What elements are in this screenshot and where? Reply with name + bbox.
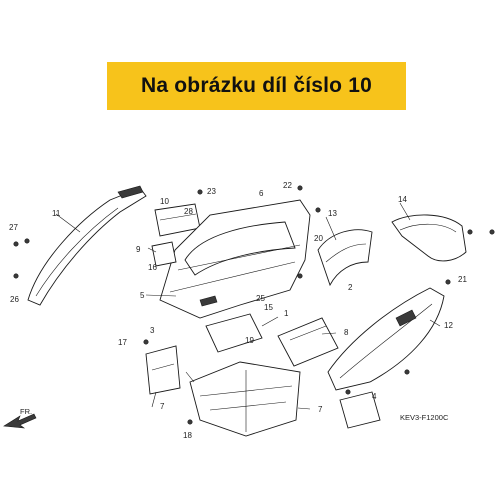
callout-15: 14 <box>398 195 407 204</box>
part-5-main-body <box>159 199 311 319</box>
callout-3: 3 <box>150 326 155 335</box>
callout-19: 18 <box>183 431 192 440</box>
callout-20: 19 <box>245 336 254 345</box>
callout-22: 21 <box>458 275 467 284</box>
front-direction-arrow <box>3 413 37 429</box>
callout-16: 15 <box>264 303 273 312</box>
leader-lines <box>55 202 441 410</box>
direction-label: FR. <box>20 407 32 416</box>
part-1-under-cover <box>205 313 263 353</box>
callout-23: 22 <box>283 181 292 190</box>
banner-text: Na obrázku díl číslo 10 <box>140 74 372 97</box>
callout-1: 1 <box>284 309 289 318</box>
callout-6: 6 <box>259 189 264 198</box>
part-number-banner: Na obrázku díl číslo 10 <box>107 62 406 110</box>
callout-25: 23 <box>207 187 216 196</box>
callout-14: 13 <box>328 209 337 218</box>
callout-10: 9 <box>136 245 141 254</box>
part-12-left-side-cover <box>27 185 147 306</box>
part-8-stay-bracket <box>145 345 181 395</box>
callout-29: 28 <box>184 207 193 216</box>
callout-7: 7 <box>318 405 323 414</box>
callout-26: 25 <box>256 294 265 303</box>
callout-28: 27 <box>9 223 18 232</box>
part-4-lower-trim <box>339 391 381 429</box>
part-15-grab-rail <box>391 214 467 262</box>
part-14-rear-fender <box>317 229 373 287</box>
callout-4: 4 <box>372 392 377 401</box>
callout-2: 2 <box>348 283 353 292</box>
callout-12: 11 <box>52 209 61 218</box>
callout-17: 16 <box>148 263 157 272</box>
callout-21: 20 <box>314 234 323 243</box>
callout-18: 17 <box>118 338 127 347</box>
callout-11: 10 <box>160 197 169 206</box>
part-13-right-side-cover <box>327 287 445 391</box>
part-7-undertray <box>189 361 301 437</box>
callout-labels: 11 10 9 5 13 14 12 8 1 2 3 4 6 7 7 15 16… <box>9 181 467 440</box>
callout-9: 8 <box>344 328 349 337</box>
part-9-floor-panel <box>277 317 339 367</box>
callout-13: 12 <box>444 321 453 330</box>
callout-8: 7 <box>160 402 165 411</box>
part-10-bracket <box>151 241 177 267</box>
callout-5: 5 <box>140 291 145 300</box>
callout-27: 26 <box>10 295 19 304</box>
diagram-code: KEV3-F1200C <box>400 413 449 422</box>
fasteners <box>13 185 495 425</box>
